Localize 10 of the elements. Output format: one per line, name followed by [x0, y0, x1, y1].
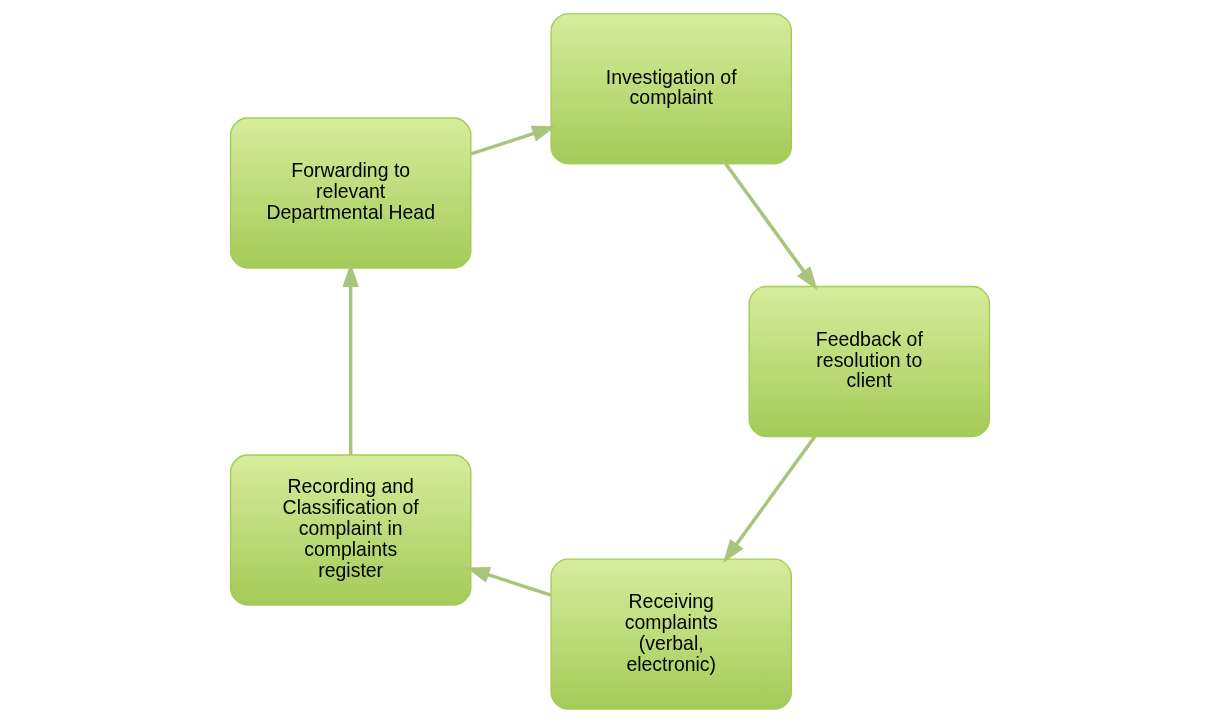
node-box: Investigation of complaint [550, 13, 793, 165]
arrow [466, 566, 552, 597]
node-box: Receiving complaints (verbal, electronic) [550, 558, 793, 710]
node-box: Feedback of resolution to client [748, 285, 991, 438]
arrow [722, 435, 817, 563]
arrow [724, 163, 818, 291]
arrow [470, 125, 556, 156]
node-box: Forwarding to relevant Departmental Head [229, 117, 472, 269]
arrow [342, 263, 359, 455]
node-box: Recording and Classification of complaint in complaints register [229, 454, 472, 606]
